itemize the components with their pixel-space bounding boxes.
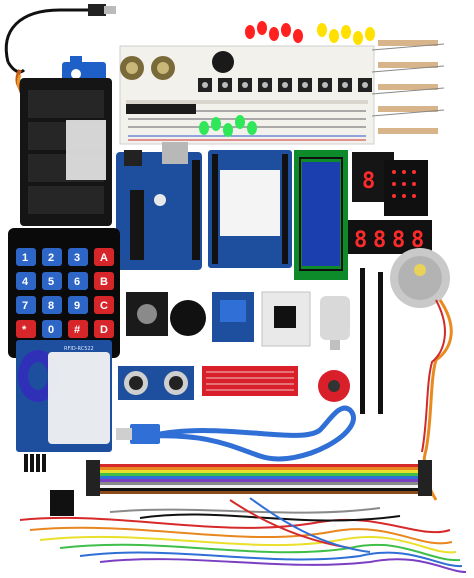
- joystick-module: [126, 292, 168, 336]
- green-leds: [199, 115, 257, 137]
- pin-header-2: [378, 272, 383, 414]
- segment-digit-1: 8: [354, 228, 367, 253]
- buzzer: [212, 51, 234, 73]
- red-leds: [245, 21, 303, 43]
- ic-chip: [126, 104, 196, 114]
- dc-power-cable: [4, 4, 116, 74]
- joystick-cap: [170, 300, 206, 336]
- key-label: A: [100, 252, 108, 264]
- keypad-keys: [16, 248, 114, 338]
- key-label: 0: [48, 324, 54, 336]
- key-label: 8: [48, 300, 54, 312]
- resistors: [371, 40, 445, 134]
- water-level-sensor: [202, 366, 298, 396]
- seven-segment-digit: 8: [362, 169, 375, 194]
- key-label: C: [100, 300, 108, 312]
- stepper-driver-board: [261, 291, 311, 347]
- key-label: 6: [74, 276, 80, 288]
- key-label: *: [22, 324, 27, 336]
- key-label: 1: [22, 252, 28, 264]
- segment-digit-3: 8: [392, 228, 405, 253]
- key-label: 2: [48, 252, 54, 264]
- battery-holder: [20, 78, 112, 226]
- key-label: #: [74, 324, 80, 336]
- arduino-uno-board: [116, 142, 202, 270]
- segment-digit-2: 8: [373, 228, 386, 253]
- yellow-leds: [317, 23, 375, 45]
- four-digit-segment-display: 8 8 8 8: [348, 220, 432, 254]
- usb-cable: [116, 405, 356, 462]
- key-label: D: [100, 324, 108, 336]
- key-label: 9: [74, 300, 80, 312]
- key-label: 7: [22, 300, 28, 312]
- pin-header-1: [360, 268, 365, 414]
- rainbow-ribbon-cable: [86, 460, 432, 496]
- prototype-shield: [208, 150, 292, 268]
- small-pin-strip: [24, 454, 46, 472]
- key-label: 5: [48, 276, 54, 288]
- key-label: B: [100, 276, 108, 288]
- rfid-label: RFID-RC522: [64, 346, 94, 352]
- female-header: [50, 490, 74, 516]
- sound-sensor: [318, 370, 350, 402]
- lcd-1602-module: [294, 150, 348, 280]
- key-label: 3: [74, 252, 80, 264]
- jumper-wires: [19, 497, 467, 573]
- dot-matrix-module: [384, 160, 428, 216]
- ultrasonic-sensor: [118, 366, 194, 400]
- dc-motor: [320, 296, 350, 350]
- membrane-keypad: [8, 228, 120, 358]
- relay-module: [212, 292, 254, 342]
- segment-digit-4: 8: [411, 228, 424, 253]
- key-label: 4: [22, 276, 29, 288]
- rfid-card: [48, 352, 110, 444]
- potentiometers: [120, 56, 175, 80]
- keypad-key-labels: 1 2 3 A 4 5 6 B 7 8 9 C * 0 # D: [22, 252, 108, 336]
